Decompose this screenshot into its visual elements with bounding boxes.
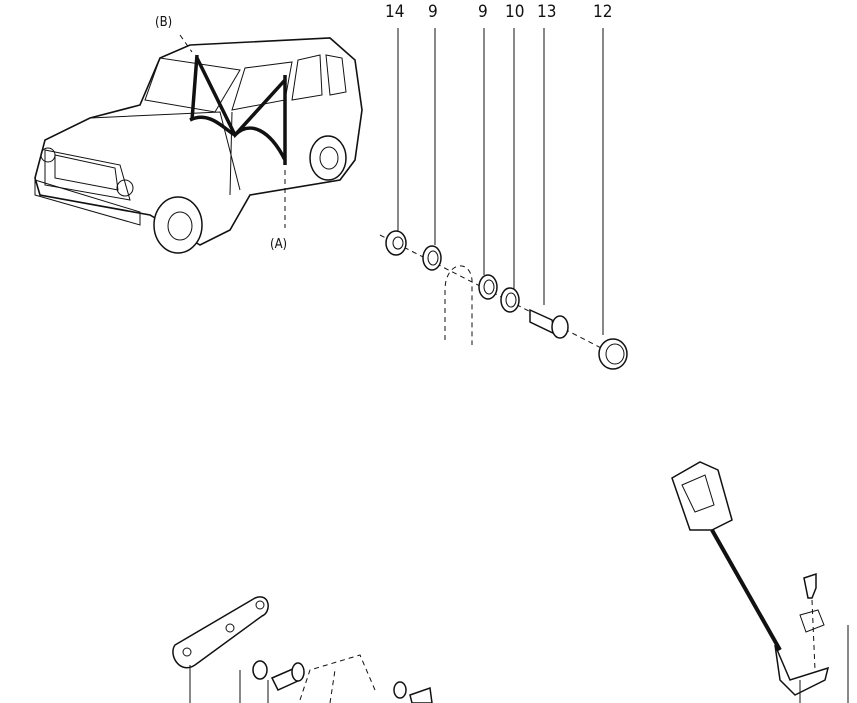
washer-9b xyxy=(478,274,498,300)
part-label-14: 14 xyxy=(385,2,404,22)
washer-9a xyxy=(422,245,442,271)
leader-lines xyxy=(379,28,616,356)
bolt-13 xyxy=(529,308,557,336)
cap-12 xyxy=(598,338,628,370)
callout-a: (A) xyxy=(270,237,287,252)
washer-10 xyxy=(500,287,520,313)
callout-b: (B) xyxy=(155,15,172,30)
anchor-plate-assembly xyxy=(172,596,433,703)
exploded-parts xyxy=(385,230,628,370)
part-label-9a: 9 xyxy=(428,2,438,22)
part-number-labels: 14 9 9 10 13 12 xyxy=(385,2,612,22)
part-label-10: 10 xyxy=(505,2,524,22)
part-label-13: 13 xyxy=(537,2,556,22)
bushing-14 xyxy=(385,230,407,256)
buckle-stalk-assembly xyxy=(671,461,849,703)
car-illustration xyxy=(34,34,363,254)
part-label-9b: 9 xyxy=(478,2,488,22)
part-label-12: 12 xyxy=(593,2,612,22)
